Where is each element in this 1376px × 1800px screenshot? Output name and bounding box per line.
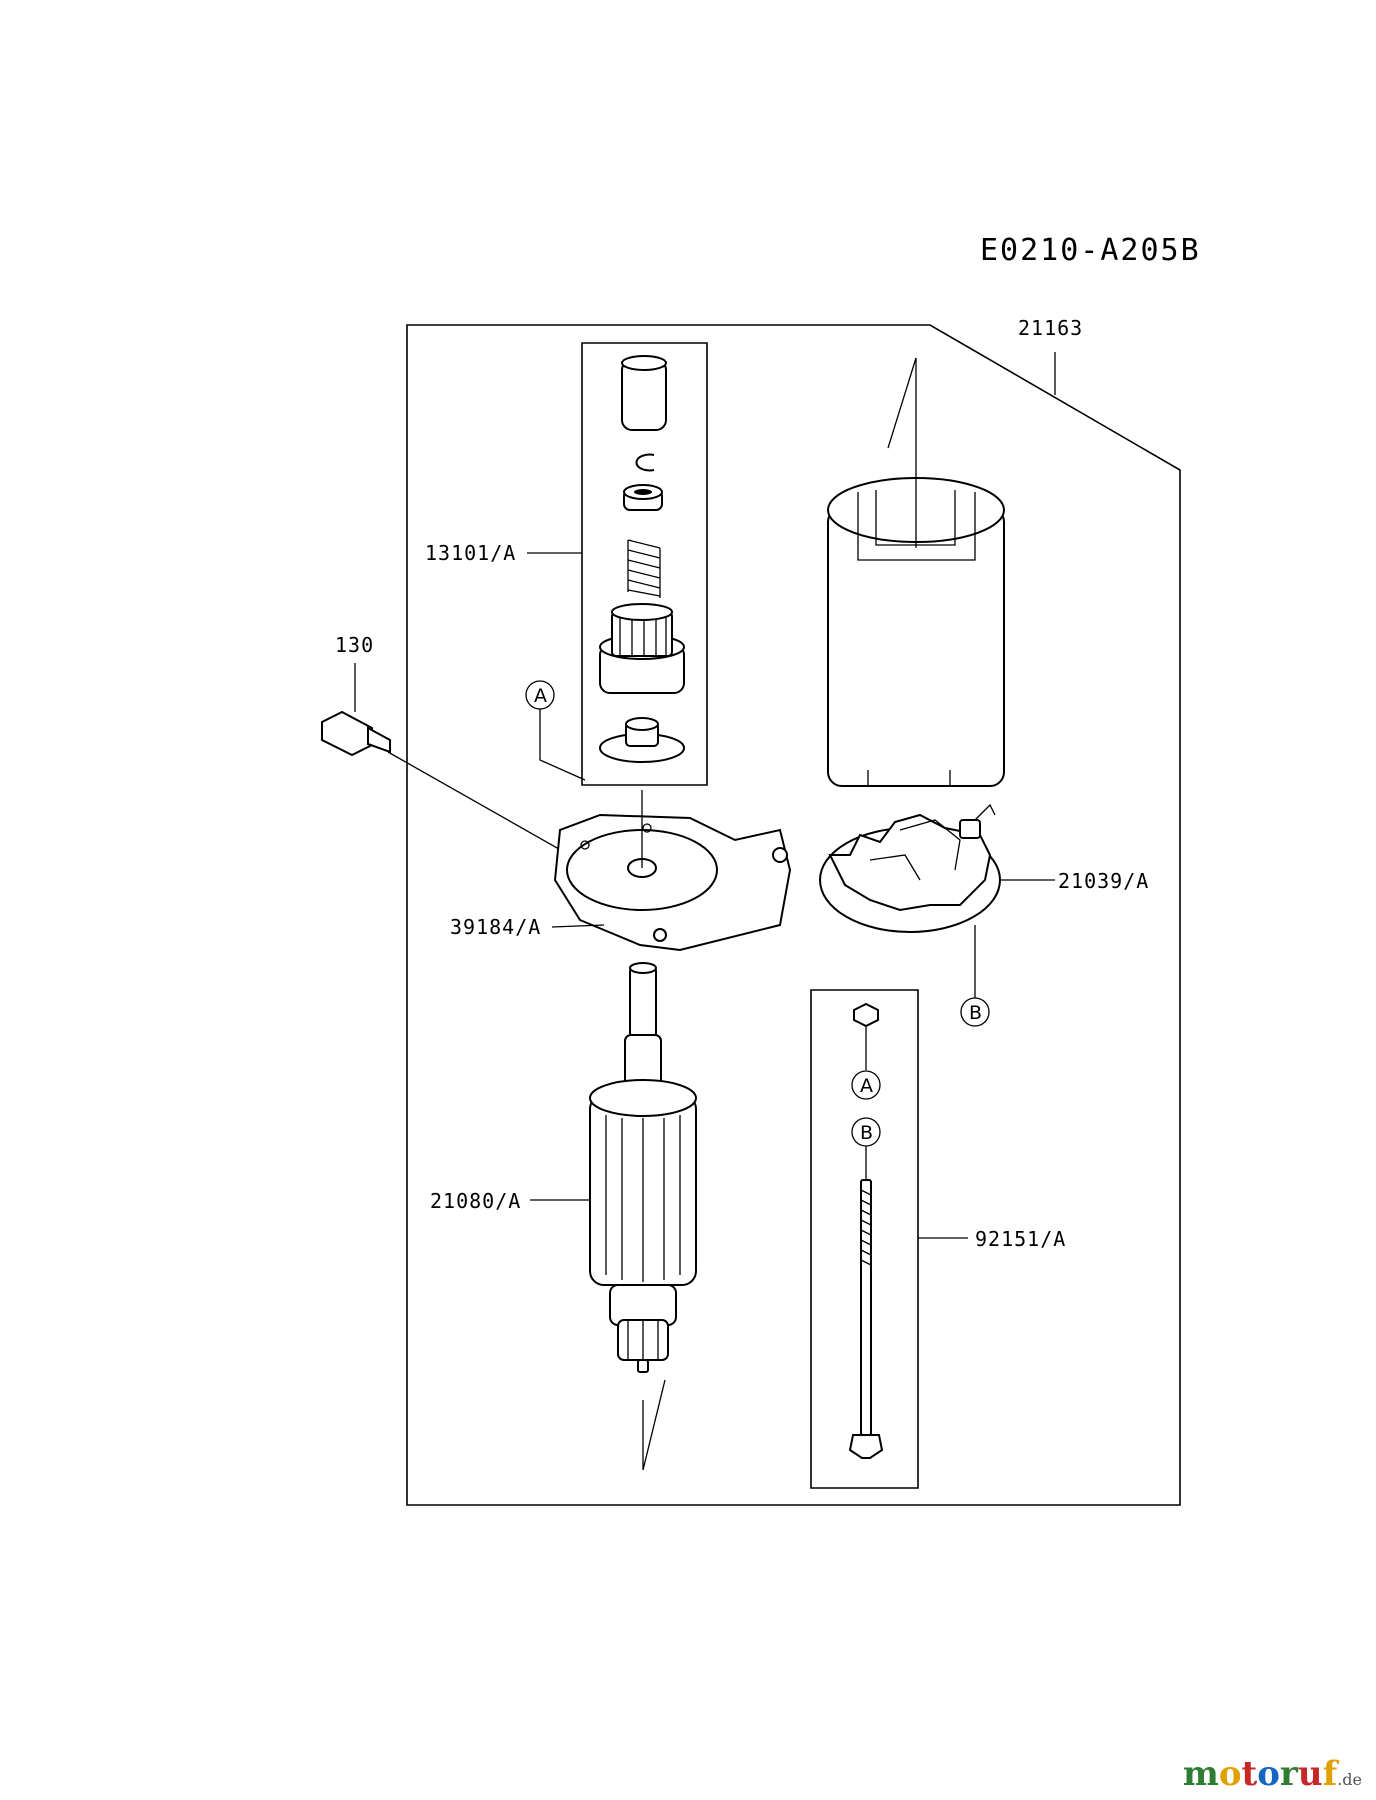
- through-bolt-part: [848, 1179, 884, 1459]
- collar-part: [623, 484, 663, 511]
- snap-ring-part: [635, 453, 655, 472]
- watermark-letter: o: [1218, 1754, 1242, 1794]
- ref-circle-a2: [851, 1070, 881, 1100]
- watermark-letter: t: [1241, 1754, 1258, 1794]
- watermark-letter: r: [1279, 1754, 1298, 1794]
- watermark-logo: motoruf.de: [1183, 1754, 1362, 1794]
- part-label-21163: 21163: [1018, 316, 1083, 340]
- watermark-tld: .de: [1337, 1770, 1362, 1789]
- ref-circle-b: [960, 997, 990, 1027]
- yoke-housing-part: [827, 357, 1005, 787]
- part-label-21039: 21039/A: [1058, 869, 1149, 893]
- front-bracket-part: [553, 790, 792, 952]
- part-label-39184: 39184/A: [450, 915, 541, 939]
- assembly-frame: [406, 324, 1181, 1506]
- kit-box-13101: [581, 342, 708, 786]
- spring-part: [627, 539, 661, 598]
- kit-box-92151: [810, 989, 919, 1489]
- stop-collar-part: [599, 717, 685, 763]
- watermark-letter: f: [1322, 1754, 1338, 1794]
- leader-line: [642, 1379, 666, 1471]
- pinion-gear-part: [599, 603, 685, 694]
- part-label-92151: 92151/A: [975, 1227, 1066, 1251]
- ref-label-b: B: [969, 1002, 982, 1024]
- bolt-130-part: [321, 710, 391, 757]
- part-label-130: 130: [335, 633, 374, 657]
- part-label-21080: 21080/A: [430, 1189, 521, 1213]
- ref-label-a: A: [534, 685, 547, 707]
- leader-line: [551, 924, 605, 928]
- watermark-letter: m: [1182, 1754, 1219, 1794]
- pinion-cap-part: [621, 355, 667, 431]
- watermark-letter: u: [1297, 1754, 1323, 1794]
- armature-part: [589, 962, 697, 1373]
- ref-label-a2: A: [860, 1075, 873, 1097]
- ref-label-b2: B: [860, 1122, 873, 1144]
- watermark-letter: o: [1257, 1754, 1280, 1794]
- nut-part: [853, 1002, 879, 1028]
- leader-line: [539, 709, 586, 781]
- brush-holder-part: [819, 803, 1001, 933]
- diagram-code: E0210-A205B: [980, 233, 1201, 268]
- part-label-13101: 13101/A: [425, 541, 516, 565]
